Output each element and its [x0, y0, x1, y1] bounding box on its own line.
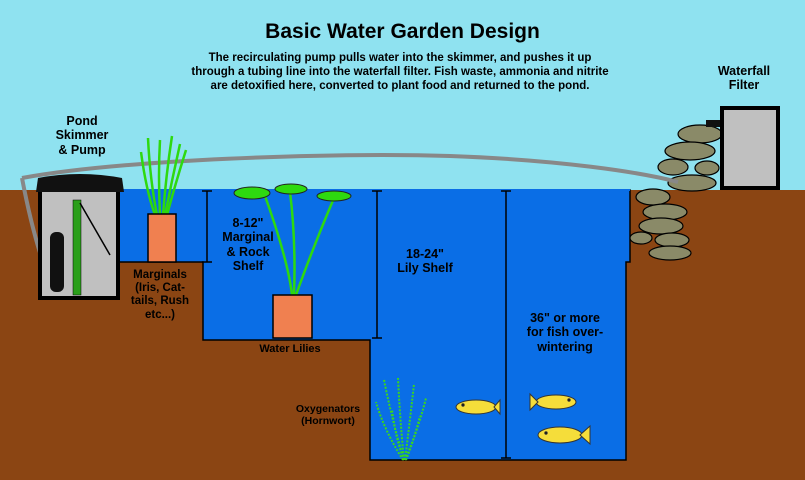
tubing-line — [21, 153, 679, 184]
deep-zone-label: 36" or more for fish over- wintering — [526, 311, 604, 354]
skimmer-label: Pond Skimmer & Pump — [55, 114, 109, 157]
marginal-pot — [147, 213, 177, 263]
skimmer-flap — [79, 202, 111, 256]
fish-2 — [529, 392, 577, 412]
pump-body — [50, 232, 64, 292]
marginal-plant — [139, 135, 188, 216]
oxygenator-plant — [375, 377, 427, 461]
fish-1 — [455, 398, 501, 416]
skimmer-lid — [36, 174, 124, 192]
filter-inlet — [706, 120, 724, 127]
oxygenators-label: Oxygenators (Hornwort) — [295, 403, 361, 428]
lily-pads — [233, 183, 352, 202]
lily-pot — [272, 294, 313, 339]
waterfall-filter-label: Waterfall Filter — [717, 64, 771, 93]
water-lilies-label: Water Lilies — [259, 343, 321, 355]
marginals-label: Marginals (Iris, Cat- tails, Rush etc...… — [130, 269, 190, 321]
pump-pipe — [72, 199, 82, 296]
diagram-subtitle: The recirculating pump pulls water into … — [191, 52, 609, 92]
marginal-shelf-label: 8-12" Marginal & Rock Shelf — [222, 216, 274, 274]
fish-3 — [537, 424, 591, 446]
waterfall-stones — [629, 124, 723, 261]
waterfall-filter-box — [720, 106, 780, 190]
lily-stems — [263, 191, 336, 296]
fish-group — [455, 392, 591, 446]
depth-markers — [202, 190, 511, 459]
diagram-title: Basic Water Garden Design — [265, 20, 540, 43]
lily-shelf-label: 18-24" Lily Shelf — [397, 247, 453, 276]
